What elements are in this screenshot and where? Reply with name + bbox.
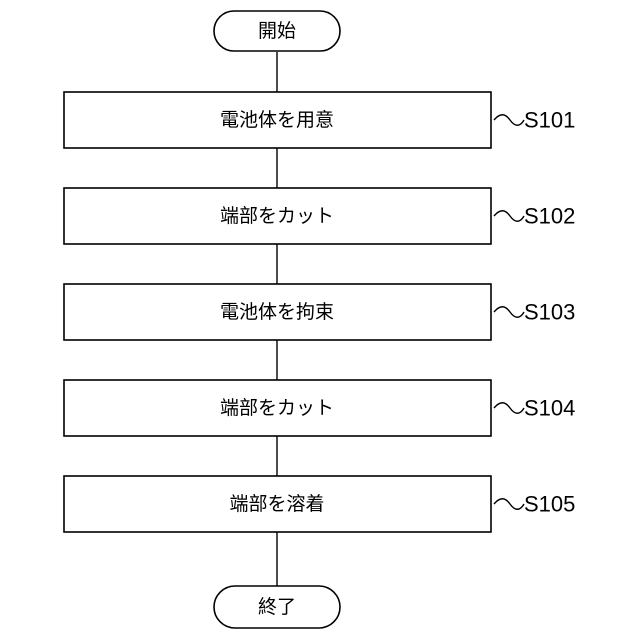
step-label-tilde [494,211,524,222]
process-step-label: 端部をカット [220,397,334,419]
process-step-s103: 電池体を拘束 S103 [64,284,575,340]
end-label: 終了 [258,596,296,618]
step-id-label: S103 [524,300,575,325]
step-label-tilde [494,307,524,318]
start-terminal: 開始 [214,11,340,51]
process-step-s101: 電池体を用意 S101 [64,92,575,148]
process-step-s104: 端部をカット S104 [64,380,575,436]
process-step-label: 電池体を拘束 [220,301,334,323]
step-label-tilde [494,499,524,510]
process-step-label: 端部をカット [220,205,334,227]
process-step-label: 電池体を用意 [220,109,334,131]
step-id-label: S105 [524,492,575,517]
process-step-s105: 端部を溶着 S105 [64,476,575,532]
step-id-label: S104 [524,396,575,421]
end-terminal: 終了 [214,586,340,628]
process-step-label: 端部を溶着 [229,493,324,515]
start-label: 開始 [258,20,296,42]
step-label-tilde [494,115,524,126]
step-id-label: S102 [524,204,575,229]
process-step-s102: 端部をカット S102 [64,188,575,244]
step-id-label: S101 [524,108,575,133]
step-label-tilde [494,403,524,414]
